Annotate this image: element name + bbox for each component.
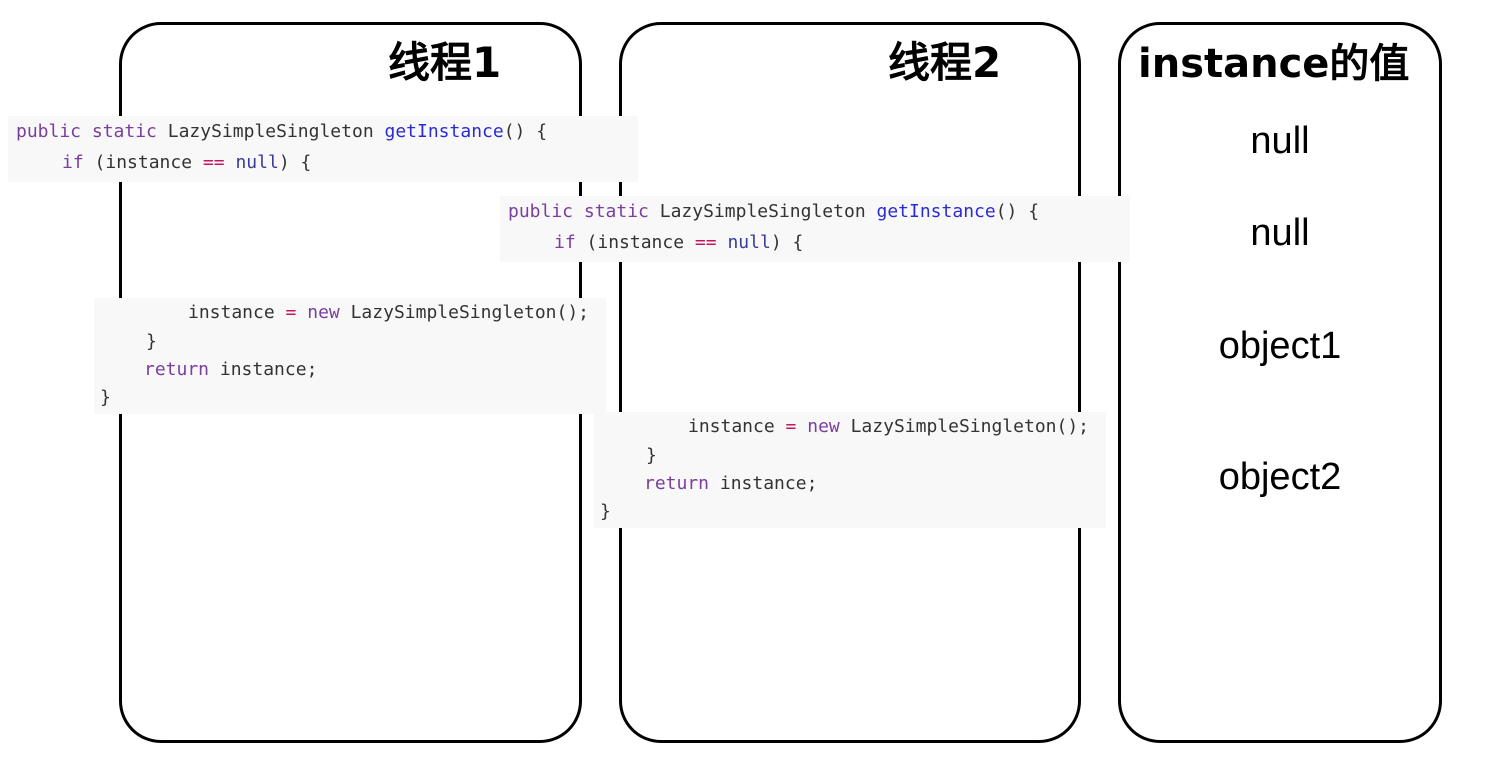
code-line-close-method: } bbox=[600, 501, 611, 522]
keyword-if: if bbox=[62, 152, 84, 173]
code-line-return: return instance; bbox=[644, 475, 817, 493]
code-line-signature: public static LazySimpleSingleton getIns… bbox=[508, 203, 1039, 221]
keyword-new: new bbox=[807, 416, 840, 437]
keyword-if: if bbox=[554, 232, 576, 253]
if-close: ) { bbox=[278, 152, 312, 173]
method-name: getInstance bbox=[876, 201, 996, 222]
type-name: LazySimpleSingleton bbox=[659, 201, 866, 222]
assign-lhs: instance bbox=[688, 416, 775, 437]
operator-equals: == bbox=[202, 152, 225, 173]
thread2-column bbox=[619, 22, 1081, 743]
keyword-static: static bbox=[583, 201, 649, 222]
thread2-create-code: instance = new LazySimpleSingleton(); } … bbox=[594, 412, 1106, 528]
instance-value-column bbox=[1118, 22, 1442, 743]
code-line-if: if (instance == null) { bbox=[554, 234, 803, 252]
return-value: instance; bbox=[219, 359, 318, 380]
code-line-close-if: } bbox=[146, 331, 157, 352]
instance-value-3: object1 bbox=[1218, 325, 1342, 367]
keyword-public: public bbox=[16, 121, 82, 142]
if-close: ) { bbox=[770, 232, 804, 253]
instance-value-2: null bbox=[1250, 212, 1310, 254]
constructor-call: LazySimpleSingleton(); bbox=[350, 302, 590, 323]
code-line-if: if (instance == null) { bbox=[62, 154, 311, 172]
null-literal: null bbox=[727, 232, 771, 253]
instance-value-1: null bbox=[1250, 120, 1310, 162]
thread1-create-code: instance = new LazySimpleSingleton(); } … bbox=[94, 298, 606, 414]
operator-assign: = bbox=[785, 416, 797, 437]
thread1-enter-code: public static LazySimpleSingleton getIns… bbox=[8, 116, 638, 182]
method-name: getInstance bbox=[384, 121, 504, 142]
code-line-assign: instance = new LazySimpleSingleton(); bbox=[188, 304, 589, 322]
code-line-assign: instance = new LazySimpleSingleton(); bbox=[688, 418, 1089, 436]
operator-assign: = bbox=[285, 302, 297, 323]
operator-equals: == bbox=[694, 232, 717, 253]
instance-value-4: object2 bbox=[1218, 456, 1342, 498]
signature-rest: () { bbox=[503, 121, 548, 142]
keyword-public: public bbox=[508, 201, 574, 222]
null-literal: null bbox=[235, 152, 279, 173]
keyword-new: new bbox=[307, 302, 340, 323]
keyword-static: static bbox=[91, 121, 157, 142]
if-open: (instance bbox=[586, 232, 685, 253]
thread2-title: 线程2 bbox=[888, 38, 1002, 87]
thread2-enter-code: public static LazySimpleSingleton getIns… bbox=[500, 196, 1130, 262]
code-line-return: return instance; bbox=[144, 361, 317, 379]
code-line-close-method: } bbox=[100, 387, 111, 408]
code-line-signature: public static LazySimpleSingleton getIns… bbox=[16, 123, 547, 141]
instance-value-title: instance的值 bbox=[1138, 41, 1410, 87]
return-value: instance; bbox=[719, 473, 818, 494]
signature-rest: () { bbox=[995, 201, 1040, 222]
constructor-call: LazySimpleSingleton(); bbox=[850, 416, 1090, 437]
type-name: LazySimpleSingleton bbox=[167, 121, 374, 142]
assign-lhs: instance bbox=[188, 302, 275, 323]
code-line-close-if: } bbox=[646, 445, 657, 466]
keyword-return: return bbox=[144, 359, 210, 380]
if-open: (instance bbox=[94, 152, 193, 173]
keyword-return: return bbox=[644, 473, 710, 494]
thread1-title: 线程1 bbox=[388, 38, 502, 87]
